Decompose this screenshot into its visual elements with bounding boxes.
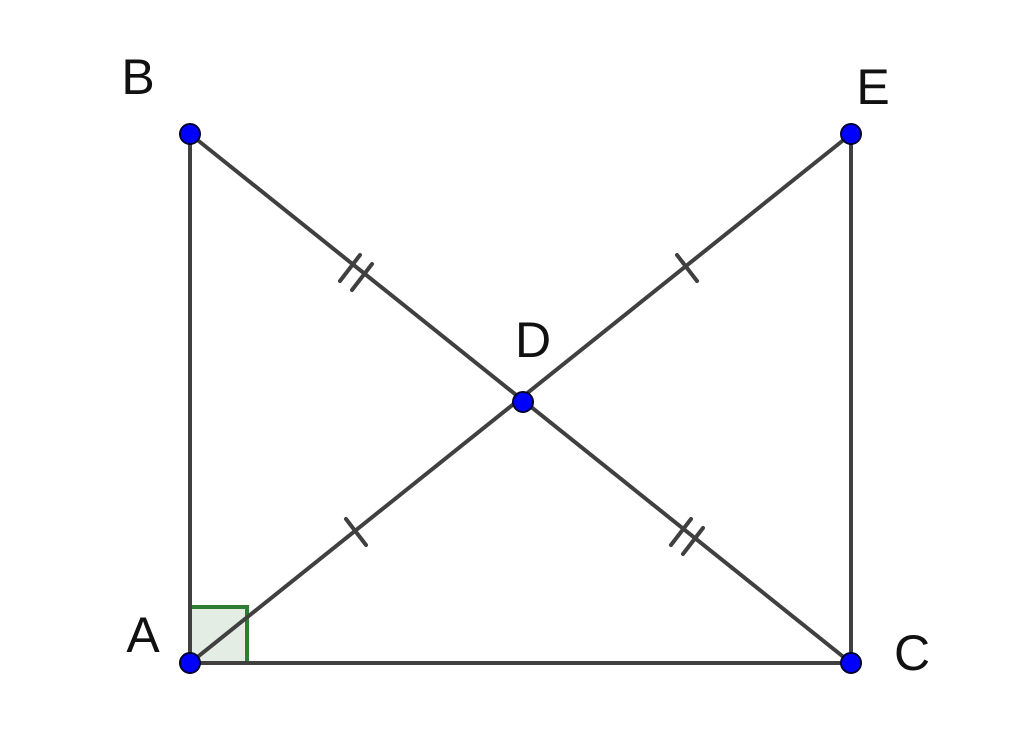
tick-double-BD <box>338 253 374 292</box>
point-C <box>840 652 862 674</box>
label-E: E <box>856 59 889 115</box>
label-B: B <box>121 49 154 105</box>
label-D: D <box>515 312 551 368</box>
point-B <box>179 123 201 145</box>
point-A <box>179 652 201 674</box>
tick-single-DE <box>675 253 699 283</box>
tick-single-AD <box>344 517 368 547</box>
label-C: C <box>894 625 930 681</box>
label-A: A <box>126 607 160 663</box>
point-E <box>840 123 862 145</box>
point-D <box>512 391 534 413</box>
tick-double-DC <box>669 517 705 556</box>
